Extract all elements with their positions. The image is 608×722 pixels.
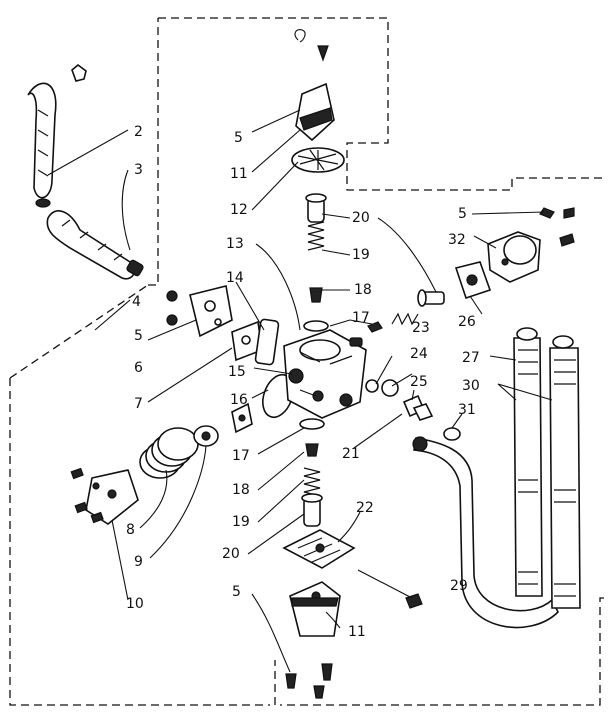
callout-7: 7 [134, 396, 143, 412]
pressure-housing [454, 261, 492, 300]
screw-icon [317, 45, 329, 62]
callout-20: 20 [222, 546, 240, 562]
spring-bottom [303, 467, 321, 497]
impeller [291, 147, 345, 173]
leader-lines [47, 109, 553, 673]
callout-30: 30 [462, 378, 480, 394]
elbow-fitting [412, 403, 434, 421]
top-cover [295, 82, 335, 142]
tube-left [513, 327, 543, 597]
callout-2: 2 [134, 124, 143, 140]
callout-5: 5 [234, 130, 243, 146]
callout-24: 24 [410, 346, 428, 362]
seal [381, 379, 399, 397]
callout-17: 17 [232, 448, 250, 464]
callout-11: 11 [348, 624, 366, 640]
coupling-spring [139, 427, 199, 479]
callout-4: 4 [132, 294, 141, 310]
callout-11: 11 [230, 166, 248, 182]
o-ring-small [365, 379, 379, 393]
callout-15: 15 [228, 364, 246, 380]
bottom-cover [289, 581, 341, 637]
screw-icon [313, 685, 325, 699]
callout-18: 18 [232, 482, 250, 498]
callout-5: 5 [232, 584, 241, 600]
callout-6: 6 [134, 360, 143, 376]
valve-cap-right [417, 289, 445, 307]
end-plate [70, 467, 139, 525]
callout-26: 26 [458, 314, 476, 330]
callout-32: 32 [448, 232, 466, 248]
screw-icon [285, 673, 297, 689]
callout-29: 29 [450, 578, 468, 594]
hose-lower [46, 210, 144, 280]
callout-labels: 2 3 4 5 5 5 5 6 7 8 9 10 11 11 12 13 14 … [126, 124, 480, 640]
screw-icon [559, 233, 575, 247]
callout-21: 21 [342, 446, 360, 462]
valve-cap-bottom [301, 493, 323, 527]
callout-3: 3 [134, 162, 143, 178]
callout-25: 25 [410, 374, 428, 390]
washer-bottom [299, 418, 325, 430]
callout-14: 14 [226, 270, 244, 286]
screw-icon [166, 314, 178, 326]
callout-17: 17 [352, 310, 370, 326]
callout-19: 19 [352, 247, 370, 263]
callout-19: 19 [232, 514, 250, 530]
callout-9: 9 [134, 554, 143, 570]
pressure-switch [487, 231, 541, 283]
valve-cap-top [305, 193, 327, 223]
screw-icon [166, 290, 178, 302]
spring-top [307, 221, 325, 251]
callout-23: 23 [412, 320, 430, 336]
screw-icon [563, 207, 575, 219]
pump-body [283, 329, 367, 419]
clamp-31 [443, 427, 461, 441]
callout-8: 8 [126, 522, 135, 538]
nozzle [231, 402, 253, 434]
callout-20: 20 [352, 210, 370, 226]
callout-5: 5 [134, 328, 143, 344]
hose-clamp [71, 63, 87, 82]
hose-clamp-left [412, 436, 428, 452]
assembly-boundary [9, 17, 604, 706]
valve-top [309, 287, 323, 303]
bottom-gasket [282, 529, 356, 569]
callout-27: 27 [462, 350, 480, 366]
callout-13: 13 [226, 236, 244, 252]
washer-top [303, 320, 329, 332]
tube-right [549, 335, 581, 609]
callout-22: 22 [356, 500, 374, 516]
callout-10: 10 [126, 596, 144, 612]
callout-5: 5 [458, 206, 467, 222]
sleeve [193, 425, 219, 447]
inlet-housing [189, 285, 233, 338]
valve-bottom [305, 443, 319, 457]
clip-icon [294, 29, 306, 43]
callout-31: 31 [458, 402, 476, 418]
hose-upper [27, 82, 57, 208]
valve-spring-right [367, 312, 419, 333]
callout-12: 12 [230, 202, 248, 218]
callout-16: 16 [230, 392, 248, 408]
strainer [254, 318, 280, 366]
screw-icon [321, 663, 333, 681]
elbow-hose [413, 437, 559, 629]
screw-icon [539, 207, 555, 219]
callout-18: 18 [354, 282, 372, 298]
